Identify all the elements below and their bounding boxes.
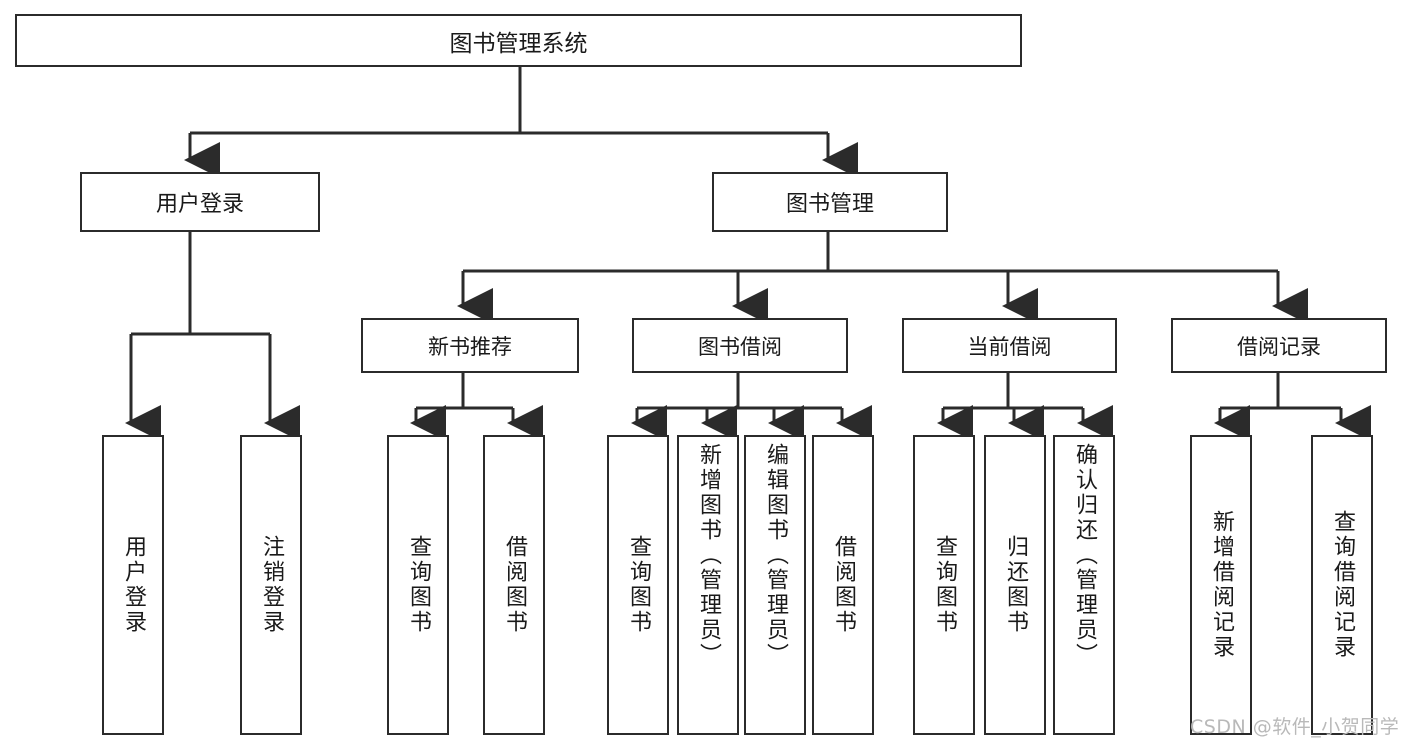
node-level2-1: 图书管理 [712,172,948,232]
node-leaf-7: 借阅图书 [812,435,874,735]
node-leaf-1: 注销登录 [240,435,302,735]
node-leaf-2: 查询图书 [387,435,449,735]
node-label: 编辑图书（管理员） [763,443,788,668]
node-label: 图书借阅 [698,334,782,359]
node-label: 图书管理 [785,192,874,217]
node-label: 用户登录 [155,192,244,217]
node-label: 新书推荐 [428,334,512,359]
node-label: 借阅图书 [502,535,527,635]
node-label: 用户登录 [121,535,146,635]
node-leaf-9: 归还图书 [984,435,1046,735]
node-label: 查询图书 [626,535,651,635]
node-label: 新增借阅记录 [1209,510,1234,660]
node-label: 查询图书 [932,535,957,635]
node-level3-3: 借阅记录 [1171,318,1387,373]
node-label: 借阅记录 [1237,334,1321,359]
node-root: 图书管理系统 [15,14,1022,67]
node-level2-0: 用户登录 [80,172,320,232]
node-label: 当前借阅 [967,334,1052,359]
node-label: 查询借阅记录 [1330,510,1355,660]
node-leaf-8: 查询图书 [913,435,975,735]
node-level3-0: 新书推荐 [361,318,579,373]
node-leaf-11: 新增借阅记录 [1190,435,1252,735]
node-label: 新增图书（管理员） [696,443,721,668]
watermark-text: CSDN @软件_小贺同学 [1190,716,1400,738]
node-label: 借阅图书 [831,535,856,635]
node-label: 查询图书 [406,535,431,635]
node-leaf-10: 确认归还（管理员） [1053,435,1115,735]
node-leaf-3: 借阅图书 [483,435,545,735]
node-label: 归还图书 [1003,535,1028,635]
node-level3-1: 图书借阅 [632,318,848,373]
node-leaf-6: 编辑图书（管理员） [744,435,806,735]
node-leaf-5: 新增图书（管理员） [677,435,739,735]
node-label: 图书管理系统 [449,30,588,57]
node-leaf-0: 用户登录 [102,435,164,735]
node-leaf-12: 查询借阅记录 [1311,435,1373,735]
node-level3-2: 当前借阅 [902,318,1117,373]
node-label: 注销登录 [259,535,284,635]
node-label: 确认归还（管理员） [1072,443,1097,668]
node-leaf-4: 查询图书 [607,435,669,735]
